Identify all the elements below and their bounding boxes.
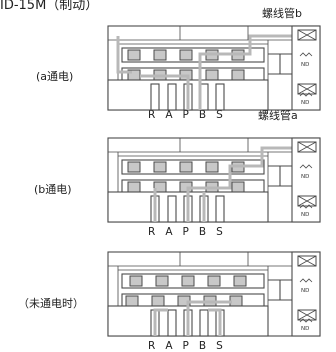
state-label-a-energized: (a通电) bbox=[36, 70, 74, 83]
upper-spool-land bbox=[129, 275, 143, 287]
valve-view-de-energized: ND ND bbox=[107, 251, 321, 337]
port-s-label: S bbox=[216, 109, 223, 121]
port-a-label: A bbox=[165, 226, 173, 238]
lower-spool-land bbox=[151, 295, 165, 307]
lower-spool-land bbox=[231, 69, 245, 81]
port-r-label: R bbox=[148, 226, 156, 238]
upper-spool-land bbox=[205, 161, 219, 173]
upper-spool-land bbox=[179, 49, 193, 61]
solenoid-a-tag: ND bbox=[301, 212, 309, 218]
port-passage bbox=[150, 83, 160, 111]
port-r-label: R bbox=[148, 109, 156, 121]
lower-spool-land bbox=[205, 69, 219, 81]
upper-spool-land bbox=[153, 161, 167, 173]
port-a-label: A bbox=[165, 340, 173, 352]
upper-spool-land bbox=[181, 275, 195, 287]
solenoid-b-tag: ND bbox=[301, 288, 309, 294]
solenoid-a-tag: ND bbox=[301, 326, 309, 332]
upper-spool-land bbox=[153, 49, 167, 61]
port-labels-off: R A P B S bbox=[148, 340, 223, 352]
port-passage bbox=[215, 195, 225, 223]
port-passage bbox=[167, 195, 177, 223]
valve-view-b-energized: ND ND bbox=[107, 137, 321, 223]
port-s-label: S bbox=[216, 226, 223, 238]
port-passage bbox=[215, 83, 225, 111]
spring-icon bbox=[299, 318, 313, 323]
port-r-label: R bbox=[148, 340, 156, 352]
port-p-label: P bbox=[182, 109, 189, 121]
upper-spool-land bbox=[207, 275, 221, 287]
spring-icon bbox=[299, 52, 313, 57]
spring-icon bbox=[299, 92, 313, 97]
lower-spool-land bbox=[125, 295, 139, 307]
solenoid-b-label: 螺线管b bbox=[262, 7, 302, 20]
spring-icon bbox=[299, 164, 313, 169]
port-s-label: S bbox=[216, 340, 223, 352]
upper-spool-land bbox=[127, 161, 141, 173]
port-passage bbox=[167, 309, 177, 337]
state-label-de-energized: （未通电时） bbox=[18, 297, 84, 310]
solenoid-a-tag: ND bbox=[301, 100, 309, 106]
upper-spool-land bbox=[127, 49, 141, 61]
port-p-label: P bbox=[182, 340, 189, 352]
pilot-air-path bbox=[153, 146, 300, 222]
port-p-label: P bbox=[182, 226, 189, 238]
port-a-label: A bbox=[165, 109, 173, 121]
lower-spool-land bbox=[127, 181, 141, 193]
port-labels-a: R A P B S bbox=[148, 109, 223, 121]
port-b-label: B bbox=[198, 109, 207, 121]
solenoid-b-tag: ND bbox=[301, 174, 309, 180]
solenoid-a-label: 螺线管a bbox=[258, 109, 298, 122]
port-b-label: B bbox=[198, 340, 207, 352]
port-b-label: B bbox=[198, 226, 207, 238]
upper-spool-land bbox=[155, 275, 169, 287]
upper-spool-land bbox=[233, 275, 247, 287]
valve-view-a-energized: ND ND bbox=[107, 25, 321, 111]
spring-icon bbox=[299, 278, 313, 283]
diagram-heading: ID-15M（制动） bbox=[0, 0, 99, 13]
port-labels-b: R A P B S bbox=[148, 226, 223, 238]
upper-spool-land bbox=[179, 161, 193, 173]
solenoid-b-tag: ND bbox=[301, 62, 309, 68]
lower-spool-land bbox=[231, 181, 245, 193]
port-passage bbox=[199, 309, 209, 337]
state-label-b-energized: (b通电) bbox=[34, 183, 72, 196]
pilot-air-path bbox=[153, 300, 232, 336]
spring-icon bbox=[299, 204, 313, 209]
port-passage bbox=[167, 83, 177, 111]
pilot-air-path bbox=[116, 34, 300, 110]
